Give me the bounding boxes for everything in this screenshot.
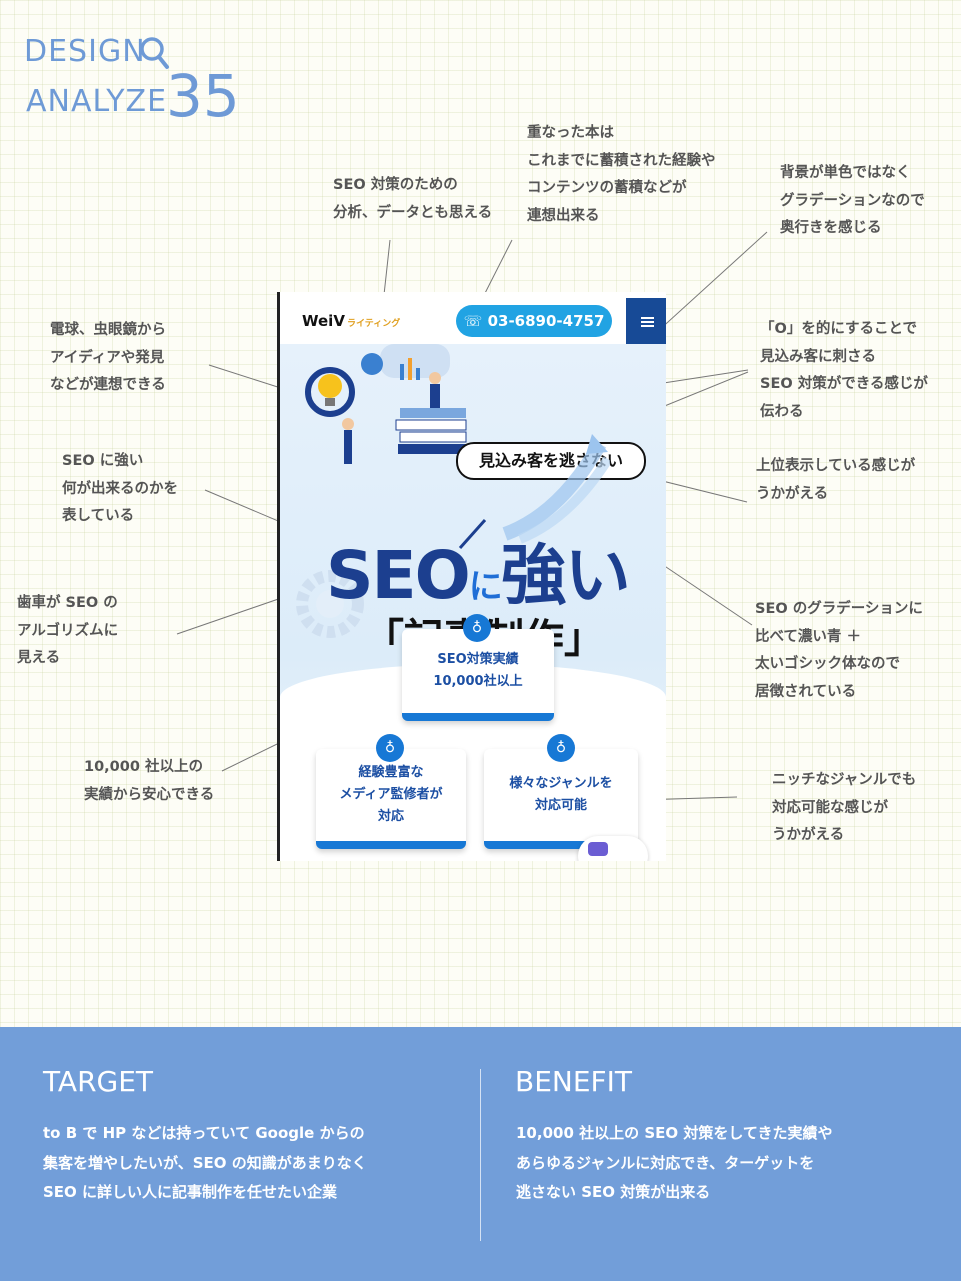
headline-seo-strong: SEOに強い [326, 522, 631, 618]
lightbulb-badge-icon: ♁ [463, 614, 491, 642]
note-target-o: 「O」を的にすることで 見込み客に刺さる SEO 対策ができる感じが 伝わる [760, 321, 928, 420]
person-icon [344, 430, 352, 464]
headline-ni: に [468, 567, 503, 607]
note-seo-strong: SEO に強い 何が出来るのかを 表している [62, 453, 178, 524]
menu-bar-icon [641, 317, 654, 319]
logo-number: 35 [166, 62, 240, 130]
bottom-panel: TARGET to B で HP などは持っていて Google からの 集客を… [0, 1027, 961, 1281]
logo-line2: ANALYZE [26, 84, 168, 119]
hero-illustration [305, 344, 467, 464]
target-title: TARGET [43, 1065, 154, 1098]
logo-line1: DESIGN [24, 34, 146, 69]
card-seo-record-text: SEO対策実績 10,000社以上 [433, 652, 523, 689]
chat-widget-button[interactable] [578, 836, 648, 861]
lightbulb-badge-icon: ♁ [376, 734, 404, 762]
lightbulb-badge-icon: ♁ [547, 734, 575, 762]
note-gradient-blue: SEO のグラデーションに 比べて濃い青 ＋ 太いゴシック体なので 居徴されてい… [755, 601, 923, 700]
card-seo-record: SEO対策実績 10,000社以上 [402, 629, 554, 721]
target-arrow-icon [458, 519, 486, 549]
phone-icon: ☏ [463, 312, 483, 330]
chat-icon [588, 842, 608, 856]
note-books: 重なった本は これまでに蓄積された経験や コンテンツの蓄積などが 連想出来る [527, 125, 716, 224]
panel-divider [480, 1069, 481, 1241]
menu-bar-icon [641, 321, 654, 323]
magnifier-icon [140, 37, 169, 69]
site-brand-name: WeiV [302, 312, 345, 330]
note-record: 10,000 社以上の 実績から安心できる [84, 759, 215, 803]
lightbulb-icon [318, 374, 342, 398]
cloud-icon [380, 344, 450, 378]
tel-button[interactable]: ☏ 03-6890-4757 [456, 305, 612, 337]
hero-section: 見込み客を逃さない SEOに強い 「記事制作」 SEO対策実績 10,000社以… [280, 344, 666, 861]
book-stack-icon [400, 408, 466, 418]
pie-chart-icon [361, 353, 383, 375]
target-body: to B で HP などは持っていて Google からの 集客を増やしたいが、… [43, 1124, 367, 1201]
note-niche: ニッチなジャンルでも 対応可能な感じが うかがえる [772, 772, 917, 843]
site-brand-sub: ライティング [346, 319, 401, 329]
card-experienced-text: 経験豊富な メディア監修者が 対応 [339, 765, 443, 824]
magnifier-ring-icon [305, 367, 355, 417]
tel-number: 03-6890-4757 [487, 312, 605, 330]
gear-icon [296, 570, 364, 638]
card-genres: 様々なジャンルを 対応可能 [484, 749, 638, 849]
note-seo-data: SEO 対策のための 分析、データとも思える [333, 177, 493, 221]
note-background: 背景が単色ではなく グラデーションなので 奥行きを感じる [780, 165, 925, 236]
card-genres-text: 様々なジャンルを 対応可能 [509, 776, 613, 813]
hamburger-menu-button[interactable] [626, 298, 666, 344]
speech-bubble: 見込み客を逃さない [456, 442, 646, 480]
menu-bar-icon [641, 325, 654, 327]
ranking-arrows-icon [502, 434, 610, 544]
person-icon [430, 384, 440, 408]
card-experienced: 経験豊富な メディア監修者が 対応 [316, 749, 466, 849]
note-ranking: 上位表示している感じが うかがえる [756, 458, 916, 502]
note-bulb: 電球、虫眼鏡から アイディアや発見 などが連想できる [50, 322, 166, 393]
headline-seo: SEO [326, 537, 471, 614]
headline-strong: 強い [500, 537, 631, 614]
note-gear: 歯車が SEO の アルゴリズムに 見える [17, 595, 119, 666]
benefit-body: 10,000 社以上の SEO 対策をしてきた実績や あらゆるジャンルに対応でき… [516, 1124, 833, 1201]
benefit-title: BENEFIT [515, 1065, 633, 1098]
